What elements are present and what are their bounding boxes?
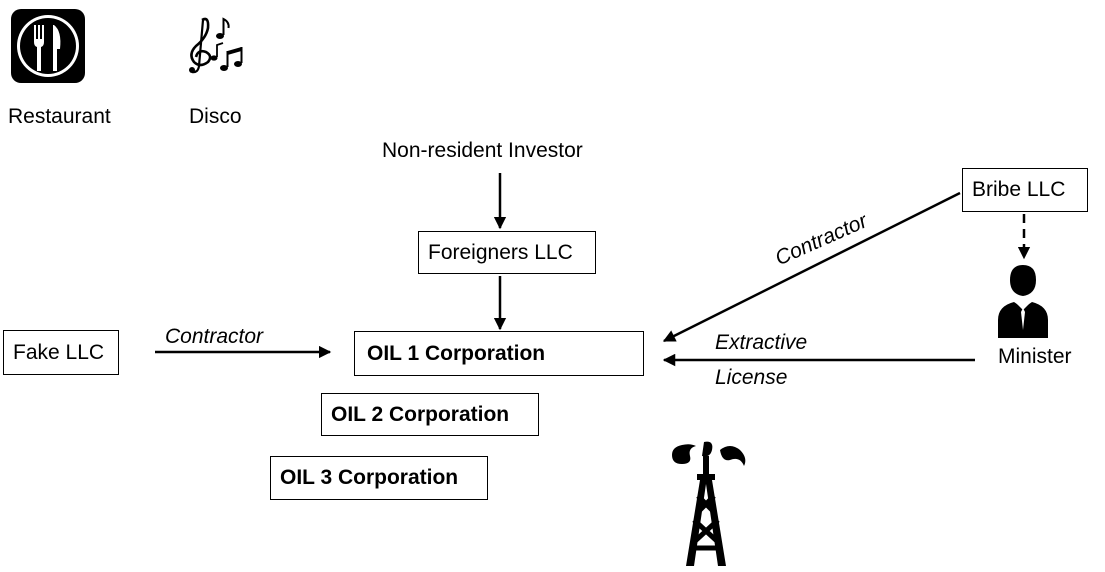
restaurant-label: Restaurant bbox=[8, 105, 111, 128]
oil3-corporation-box: OIL 3 Corporation bbox=[270, 456, 488, 500]
oil-derrick-icon bbox=[672, 441, 746, 566]
extractive-label: Extractive bbox=[715, 331, 808, 354]
arrow-bribe-to-oil1 bbox=[662, 191, 961, 343]
oil2-corporation-label: OIL 2 Corporation bbox=[331, 402, 510, 426]
minister-label: Minister bbox=[998, 345, 1072, 368]
disco-label: Disco bbox=[189, 105, 242, 128]
bribe-llc-box: Bribe LLC bbox=[962, 168, 1088, 212]
non-resident-investor-label: Non-resident Investor bbox=[382, 139, 583, 162]
oil3-corporation-label: OIL 3 Corporation bbox=[280, 466, 459, 489]
oil1-corporation-label: OIL 1 Corporation bbox=[367, 341, 546, 365]
fake-llc-label: Fake LLC bbox=[13, 340, 105, 364]
foreigners-llc-box: Foreigners LLC bbox=[418, 231, 596, 274]
foreigners-llc-label: Foreigners LLC bbox=[428, 240, 573, 264]
restaurant-icon bbox=[11, 9, 85, 83]
oil2-corporation-box: OIL 2 Corporation bbox=[321, 393, 539, 436]
fake-contractor-label: Contractor bbox=[165, 325, 264, 348]
oil1-corporation-box: OIL 1 Corporation bbox=[354, 331, 644, 376]
bribe-llc-label: Bribe LLC bbox=[972, 178, 1066, 201]
disco-music-icon bbox=[189, 17, 243, 74]
businessman-icon bbox=[998, 265, 1048, 338]
license-label: License bbox=[715, 366, 788, 389]
fake-llc-box: Fake LLC bbox=[3, 330, 119, 375]
